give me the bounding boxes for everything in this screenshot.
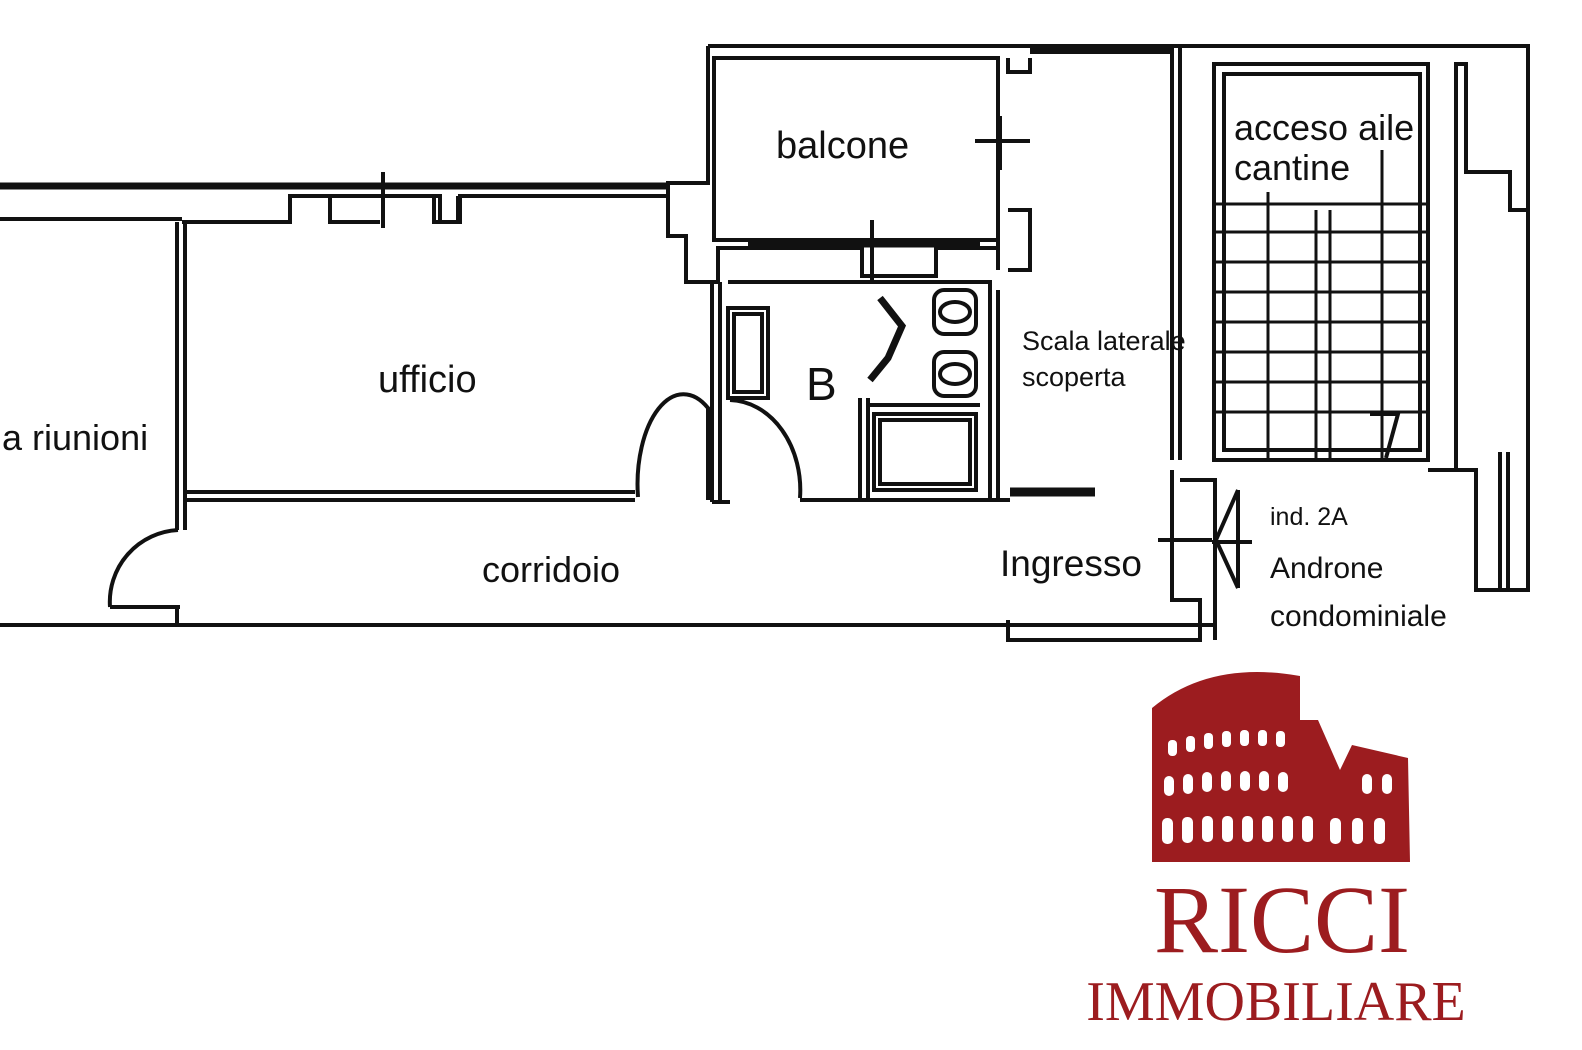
ingresso-mark: [1158, 520, 1212, 560]
right-frame: [1454, 46, 1530, 592]
walls: [0, 44, 1530, 642]
label-scala-line2: scoperta: [1022, 362, 1127, 392]
bidet-bowl: [938, 362, 972, 386]
label-androne-line2: condominiale: [1270, 600, 1447, 633]
window-post: [432, 196, 460, 224]
label-bagno: B: [806, 358, 837, 410]
toilet-bowl: [938, 300, 972, 324]
bagno-right-wall: [988, 290, 1000, 500]
logo-tagline: IMMOBILIARE: [1086, 971, 1466, 1033]
ingresso-walls: [1006, 470, 1217, 642]
stair-treads: [1214, 150, 1428, 460]
top-wall-left-inner: [0, 194, 668, 224]
label-ingresso: Ingresso: [1000, 543, 1142, 584]
right-frame-2: [1498, 452, 1510, 588]
sala-door-leaf: [107, 528, 180, 609]
ricci-logo: RICCI IMMOBILIARE: [1086, 672, 1466, 1033]
label-ufficio: ufficio: [378, 359, 477, 401]
colosseum-logo-icon: [1152, 672, 1410, 862]
bagno-sink: [867, 295, 907, 383]
balcone-right-frame: [996, 58, 1032, 272]
stair-arrow: [1370, 412, 1401, 459]
balcone-door-mark: [975, 116, 1030, 170]
androne-walls: [1428, 64, 1458, 472]
bagno-shower: [872, 412, 978, 492]
label-corridoio: corridoio: [482, 549, 620, 590]
logo-name: RICCI: [1154, 866, 1410, 973]
ufficio-bottom-wall: [185, 490, 635, 502]
ufficio-door: [635, 392, 710, 500]
toilet-base: [932, 288, 978, 336]
bagno-divider: [858, 398, 980, 500]
sala-right-wall: [175, 222, 187, 530]
label-scala-line1: Scala laterale: [1022, 326, 1186, 356]
scala-right-wall: [1170, 46, 1182, 460]
label-balcone: balcone: [776, 125, 909, 167]
cantine-box: [1212, 62, 1430, 462]
label-ind: ind. 2A: [1270, 503, 1348, 531]
label-cantine-line1: acceso aile: [1234, 107, 1414, 148]
room-labels: la riunioni ufficio balcone B Scala late…: [0, 107, 1447, 633]
bagno-tub: [726, 306, 770, 400]
entrance-arrow-icon: [1212, 489, 1252, 589]
label-cantine-line2: cantine: [1234, 147, 1350, 188]
bidet-base: [932, 350, 978, 398]
bagno-bottom: [712, 498, 1010, 504]
bagno-door: [729, 398, 803, 499]
label-androne-line1: Androne: [1270, 552, 1383, 585]
label-sala-riunioni: la riunioni: [0, 417, 148, 458]
